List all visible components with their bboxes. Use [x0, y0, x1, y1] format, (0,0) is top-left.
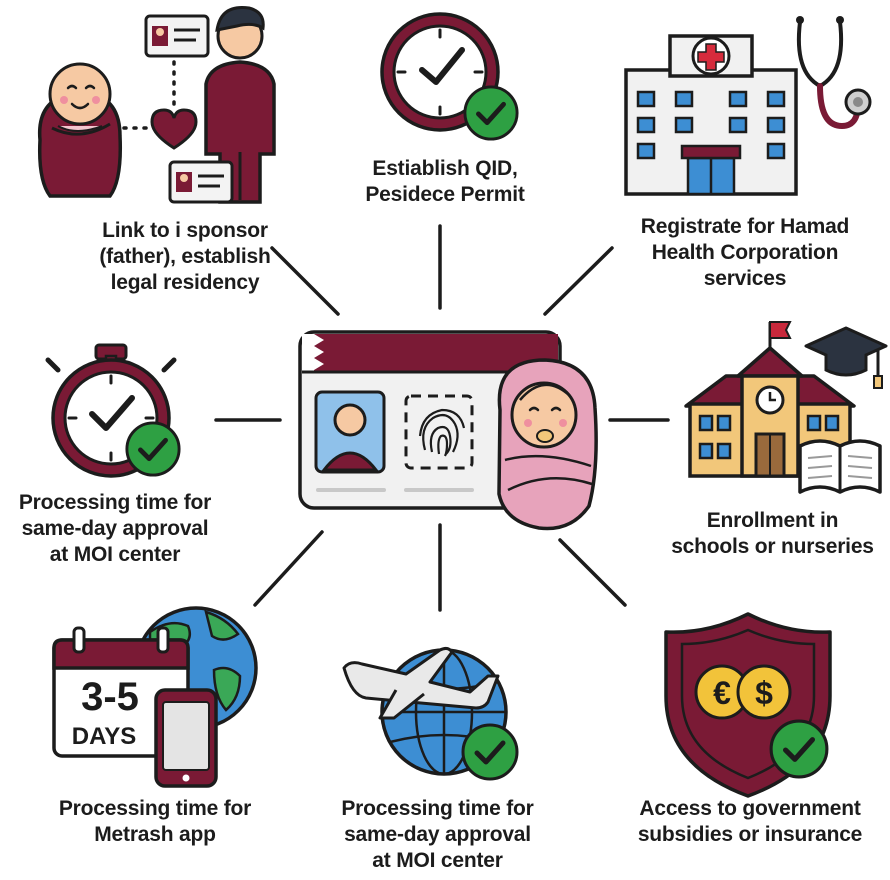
label-link-sponsor: Link to i sponsor (father), establish le… [99, 219, 271, 294]
label-establish-qid: Estiablish QID, Pesidece Permit [365, 157, 525, 206]
connector-lines [214, 224, 670, 612]
dollar-symbol: $ [755, 675, 773, 711]
label-moi-processing-left: Processing time for same-day approval at… [18, 491, 212, 566]
label-moi-processing: Processing time for same-day approval at… [341, 797, 534, 872]
connector-line [253, 530, 324, 607]
hospital-icon [624, 16, 872, 196]
connector-line [558, 538, 627, 607]
euro-symbol: € [713, 675, 731, 711]
label-government-subsidies: Access to government subsidies or insura… [637, 797, 863, 846]
calendar-days-unit: DAYS [72, 723, 136, 750]
label-hamad-registration: Registrate for Hamad Health Corporation … [640, 215, 850, 290]
label-metrash-processing: Processing time for Metrash app [58, 797, 252, 846]
connector-line [270, 246, 340, 316]
label-school-enrollment: Enrollment in schools or nurseries [671, 509, 874, 558]
clock-check-icon [380, 12, 517, 139]
qatar-id-card [298, 330, 562, 510]
swaddled-baby [497, 358, 598, 531]
shield-currency-icon: € $ [664, 612, 832, 798]
calendar-phone-icon: 3-5 DAYS [52, 606, 258, 788]
plane-globe-icon [342, 646, 517, 779]
calendar-days-value: 3-5 [81, 675, 139, 719]
connector-line [543, 246, 614, 316]
school-icon [684, 321, 888, 494]
parent-baby-id-icon [37, 5, 276, 204]
stopwatch-check-icon [45, 343, 179, 478]
